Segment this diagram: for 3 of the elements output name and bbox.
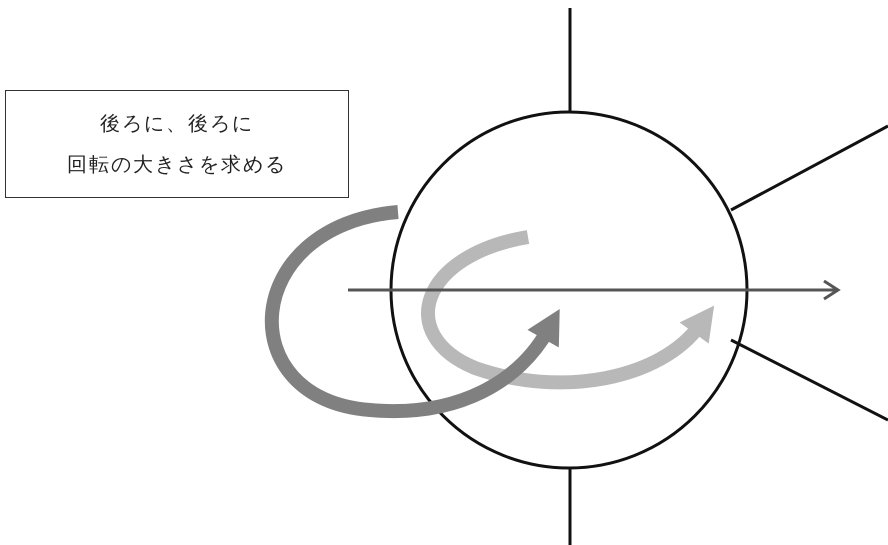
box-text: 後ろに、後ろに bbox=[100, 110, 254, 137]
text-box bbox=[5, 90, 349, 198]
box-text: 回転の大きさを求める bbox=[67, 151, 287, 178]
